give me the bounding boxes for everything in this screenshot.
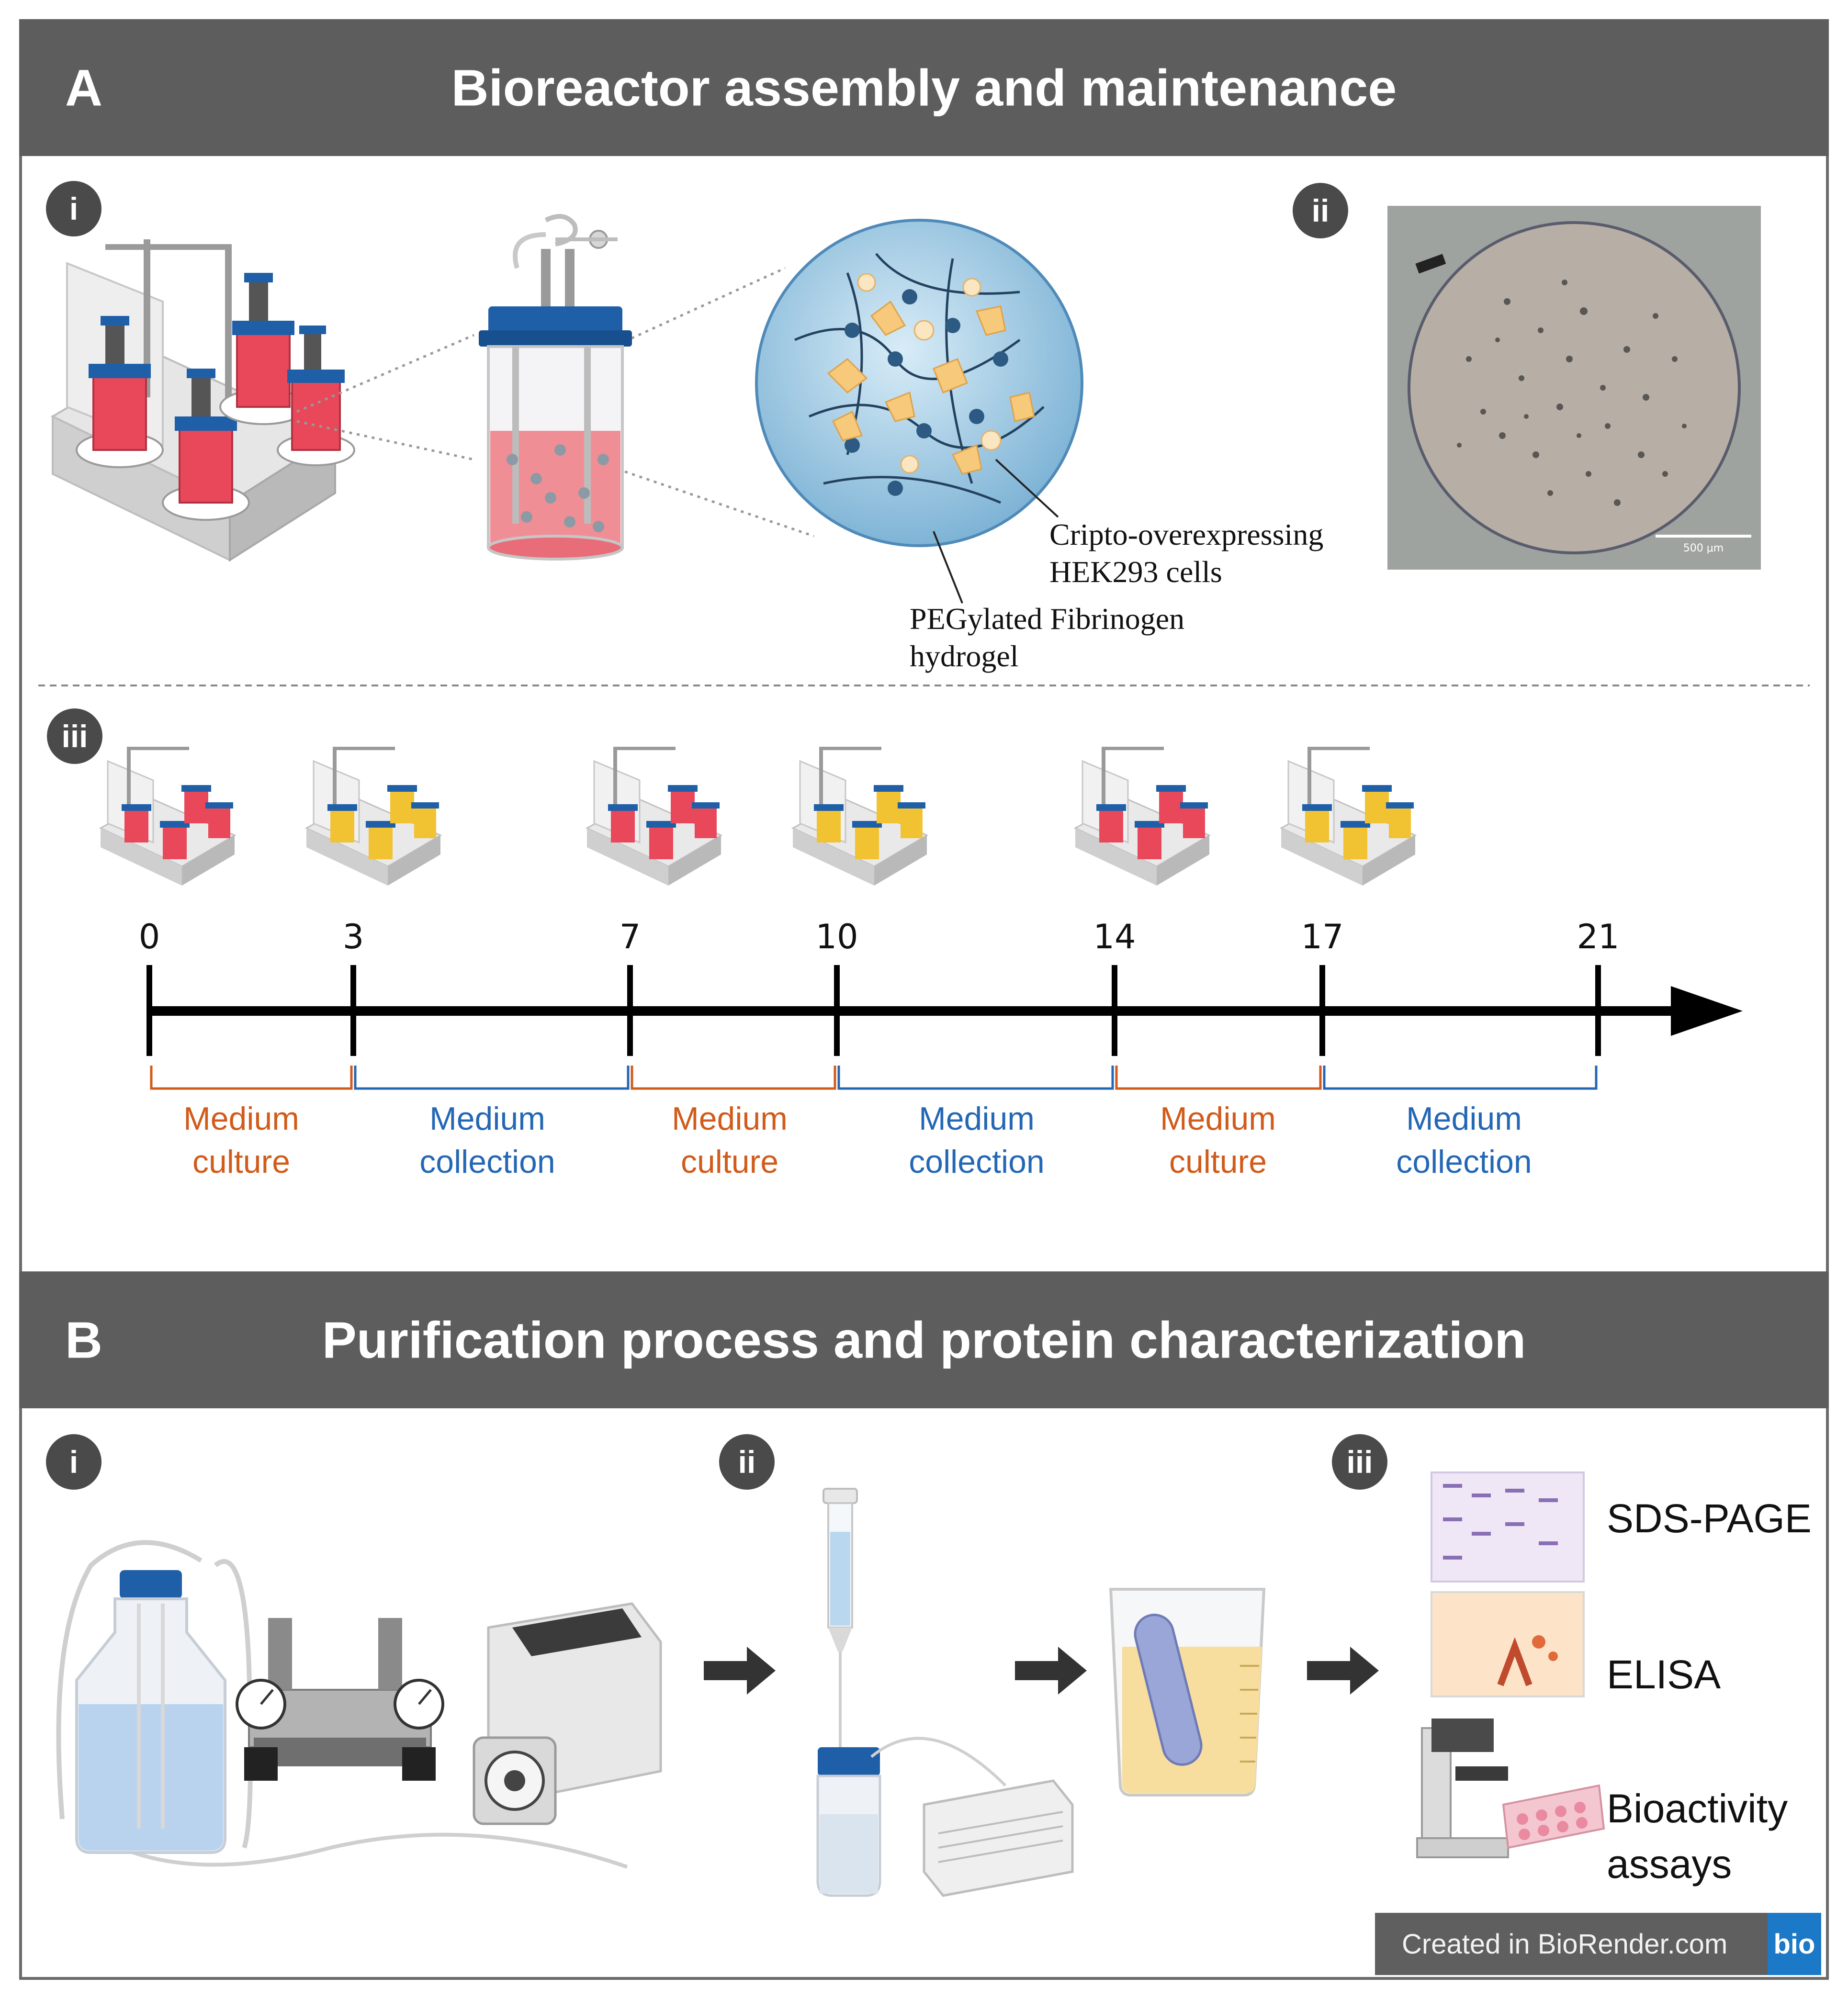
phase-3-line2: culture xyxy=(680,1144,779,1180)
assay-label-sds: SDS-PAGE xyxy=(1607,1496,1812,1541)
phase-6-line2: collection xyxy=(1396,1144,1532,1180)
assay-label-elisa: ELISA xyxy=(1607,1652,1721,1697)
phase-label-6: Medium collection xyxy=(1340,1097,1589,1183)
credit-text: Created in BioRender.com xyxy=(1402,1928,1728,1960)
panel-b-i-badge: i xyxy=(46,1434,101,1490)
micrograph-scale-text: 500 μm xyxy=(1683,542,1724,554)
hydrogel-sphere-icon xyxy=(755,219,1083,547)
phase-label-4: Medium collection xyxy=(852,1097,1101,1183)
cells-label-line1: Cripto-overexpressing xyxy=(1049,517,1324,551)
filtration-setup-icon xyxy=(56,1540,662,1869)
tick-label-10: 10 xyxy=(815,917,858,956)
phase-label-1: Medium culture xyxy=(117,1097,366,1183)
bioactivity-line1: Bioactivity xyxy=(1607,1786,1788,1831)
phase-2-line1: Medium xyxy=(429,1101,545,1137)
station-day-0 xyxy=(100,746,236,887)
chromatography-column-icon xyxy=(816,1488,1074,1897)
phase-6-line1: Medium xyxy=(1406,1101,1522,1137)
process-arrow-3 xyxy=(1307,1647,1379,1695)
section-b-letter: B xyxy=(65,1311,102,1369)
tick-label-21: 21 xyxy=(1577,917,1620,956)
phase-5-line2: culture xyxy=(1169,1144,1267,1180)
section-a-letter: A xyxy=(65,58,102,117)
hydrogel-label: PEGylated Fibrinogen hydrogel xyxy=(910,600,1184,675)
phase-2-line2: collection xyxy=(419,1144,555,1180)
panel-a-i-badge: i xyxy=(46,181,101,236)
station-day-17 xyxy=(1280,746,1416,887)
biorender-logo: bio xyxy=(1768,1913,1821,1975)
station-day-10 xyxy=(792,746,928,887)
panel-a-ii-badge: ii xyxy=(1293,183,1348,238)
bioactivity-line2: assays xyxy=(1607,1842,1732,1887)
dialysis-beaker-icon xyxy=(1109,1588,1266,1797)
phase-1-line1: Medium xyxy=(183,1101,299,1137)
microscope-and-plate-icon xyxy=(1416,1718,1605,1858)
elisa-well-icon xyxy=(1431,1591,1585,1697)
bioreactor-vessel-icon xyxy=(479,214,632,561)
tick-label-14: 14 xyxy=(1093,917,1136,956)
panel-b-iii-badge: iii xyxy=(1332,1434,1387,1490)
multi-bioreactor-station-icon xyxy=(50,239,355,562)
hydrogel-label-line2: hydrogel xyxy=(910,639,1019,673)
tick-label-0: 0 xyxy=(138,917,160,956)
hydrogel-label-line1: PEGylated Fibrinogen xyxy=(910,602,1185,636)
cells-label-line2: HEK293 cells xyxy=(1049,555,1222,589)
station-day-7 xyxy=(586,746,722,887)
station-day-3 xyxy=(305,746,441,887)
tick-label-3: 3 xyxy=(342,917,364,956)
station-day-14 xyxy=(1074,746,1210,887)
process-arrow-1 xyxy=(704,1647,776,1695)
phase-3-line1: Medium xyxy=(672,1101,788,1137)
section-a-title: Bioreactor assembly and maintenance xyxy=(451,58,1397,117)
process-arrow-2 xyxy=(1015,1647,1087,1695)
panel-b-ii-badge: ii xyxy=(719,1434,775,1490)
phase-4-line1: Medium xyxy=(919,1101,1035,1137)
phase-5-line1: Medium xyxy=(1160,1101,1276,1137)
section-b-title: Purification process and protein charact… xyxy=(322,1311,1526,1369)
assay-label-bioactivity: Bioactivity assays xyxy=(1607,1781,1788,1892)
tick-label-7: 7 xyxy=(619,917,641,956)
phase-1-line2: culture xyxy=(192,1144,291,1180)
micrograph-image: 500 μm xyxy=(1387,206,1761,570)
section-a-header: A Bioreactor assembly and maintenance xyxy=(19,19,1829,156)
phase-label-5: Medium culture xyxy=(1093,1097,1342,1183)
phase-4-line2: collection xyxy=(909,1144,1045,1180)
phase-label-2: Medium collection xyxy=(363,1097,612,1183)
tick-label-17: 17 xyxy=(1301,917,1344,956)
cells-label: Cripto-overexpressing HEK293 cells xyxy=(1049,516,1323,591)
section-b-header: B Purification process and protein chara… xyxy=(19,1271,1829,1408)
biorender-credit: Created in BioRender.com bio xyxy=(1375,1913,1821,1975)
sds-page-gel-icon xyxy=(1431,1471,1585,1583)
panel-a-iii-badge: iii xyxy=(47,708,102,764)
phase-label-3: Medium culture xyxy=(605,1097,854,1183)
